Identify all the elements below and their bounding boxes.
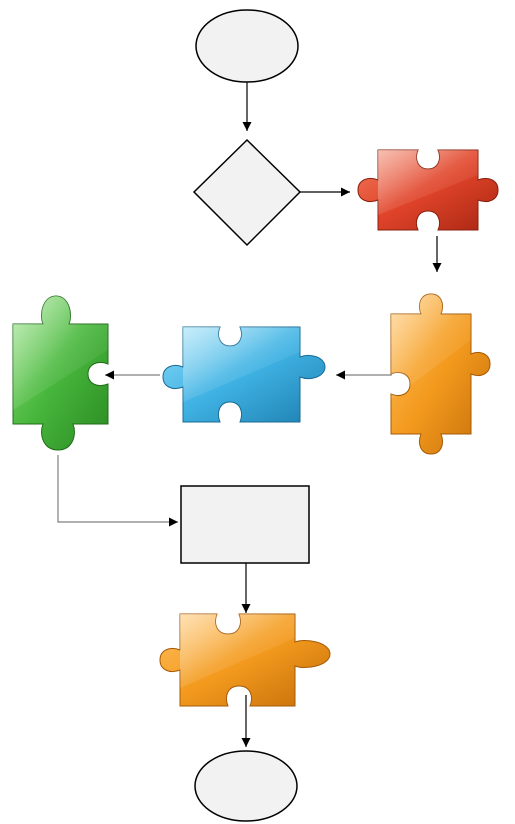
connectors: [57, 82, 442, 747]
decision-diamond: [192, 138, 302, 247]
orange-puzzle-piece-bottom-icon: [159, 613, 331, 707]
connector-green-to-process: [57, 455, 178, 527]
green-puzzle-piece-icon: [12, 295, 109, 451]
orange-puzzle-piece-right-icon: [390, 293, 491, 455]
start-ellipse: [195, 9, 299, 83]
end-ellipse: [194, 750, 298, 822]
blue-puzzle-piece-icon: [162, 326, 326, 423]
process-rectangle: [180, 485, 310, 564]
red-puzzle-piece-icon: [357, 149, 499, 231]
